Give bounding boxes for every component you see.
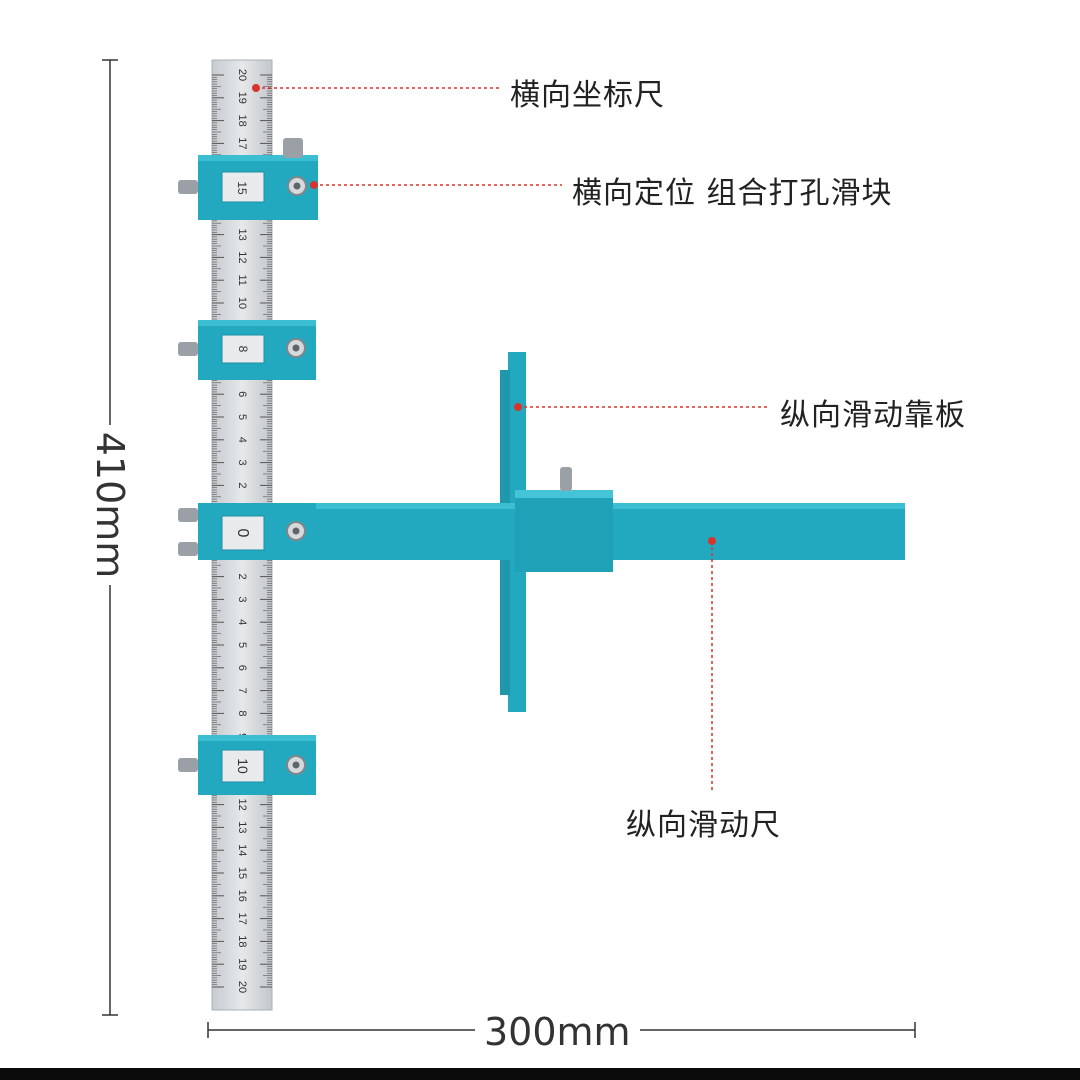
- width-dimension-label: 300mm: [484, 1010, 631, 1054]
- label-vertical-backplate: 纵向滑动靠板: [780, 398, 966, 433]
- ruler-number-bottom-14: 15: [236, 867, 248, 879]
- ruler-number-top-8: 12: [236, 251, 248, 263]
- ruler-number-bottom-3: 4: [236, 619, 248, 625]
- ruler-number-bottom-2: 3: [236, 596, 248, 602]
- slider-block-center[interactable]: [178, 503, 316, 560]
- ruler-number-bottom-16: 17: [236, 912, 248, 924]
- ruler-number-bottom-17: 18: [236, 935, 248, 947]
- width-dimension-line: [207, 1022, 916, 1038]
- ruler-number-top-1: 19: [236, 92, 248, 104]
- ruler-number-bottom-4: 5: [236, 642, 248, 648]
- height-dimension-line: [102, 59, 118, 1016]
- ruler-number-top-16: 4: [236, 437, 248, 443]
- leader-lines: [256, 87, 768, 790]
- ruler-number-top-15: 5: [236, 414, 248, 420]
- slider-window-number-center: 0: [234, 529, 251, 538]
- ruler-number-bottom-7: 8: [236, 710, 248, 716]
- ruler-number-top-7: 13: [236, 228, 248, 240]
- ruler-number-bottom-12: 13: [236, 821, 248, 833]
- vertical-sliding-ruler[interactable]: [200, 467, 905, 572]
- bottom-edge-bar: [0, 1068, 1080, 1080]
- ruler-number-bottom-6: 7: [236, 688, 248, 694]
- slider-block-bottom[interactable]: [178, 735, 316, 795]
- height-dimension-label: 410mm: [88, 431, 132, 579]
- ruler-number-top-10: 10: [236, 297, 248, 309]
- ruler-number-top-9: 11: [236, 274, 248, 285]
- label-horizontal-ruler: 横向坐标尺: [510, 78, 665, 113]
- label-horizontal-slider: 横向定位 组合打孔滑块: [572, 176, 893, 211]
- ruler-number-top-3: 17: [236, 137, 248, 149]
- ruler-number-top-14: 6: [236, 391, 248, 397]
- ruler-number-top-18: 2: [236, 482, 248, 488]
- slider-block-top[interactable]: [178, 138, 318, 220]
- leader-dots: [252, 84, 716, 545]
- label-vertical-ruler: 纵向滑动尺: [626, 808, 781, 843]
- ruler-number-top-0: 20: [236, 69, 248, 81]
- ruler-number-top-2: 18: [236, 114, 248, 126]
- ruler-number-bottom-13: 14: [236, 844, 248, 856]
- ruler-number-bottom-5: 6: [236, 665, 248, 671]
- ruler-number-top-17: 3: [236, 460, 248, 466]
- slider-window-number-upper-mid: 8: [236, 346, 250, 353]
- slider-block-upper-mid[interactable]: [178, 320, 316, 380]
- ruler-number-bottom-18: 19: [236, 958, 248, 970]
- ruler-number-bottom-11: 12: [236, 798, 248, 810]
- slider-window-number-top: 15: [235, 181, 249, 195]
- ruler-number-bottom-19: 20: [236, 981, 248, 993]
- ruler-number-bottom-1: 2: [236, 574, 248, 580]
- slider-window-number-bottom: 10: [235, 758, 251, 774]
- ruler-number-bottom-15: 16: [236, 890, 248, 902]
